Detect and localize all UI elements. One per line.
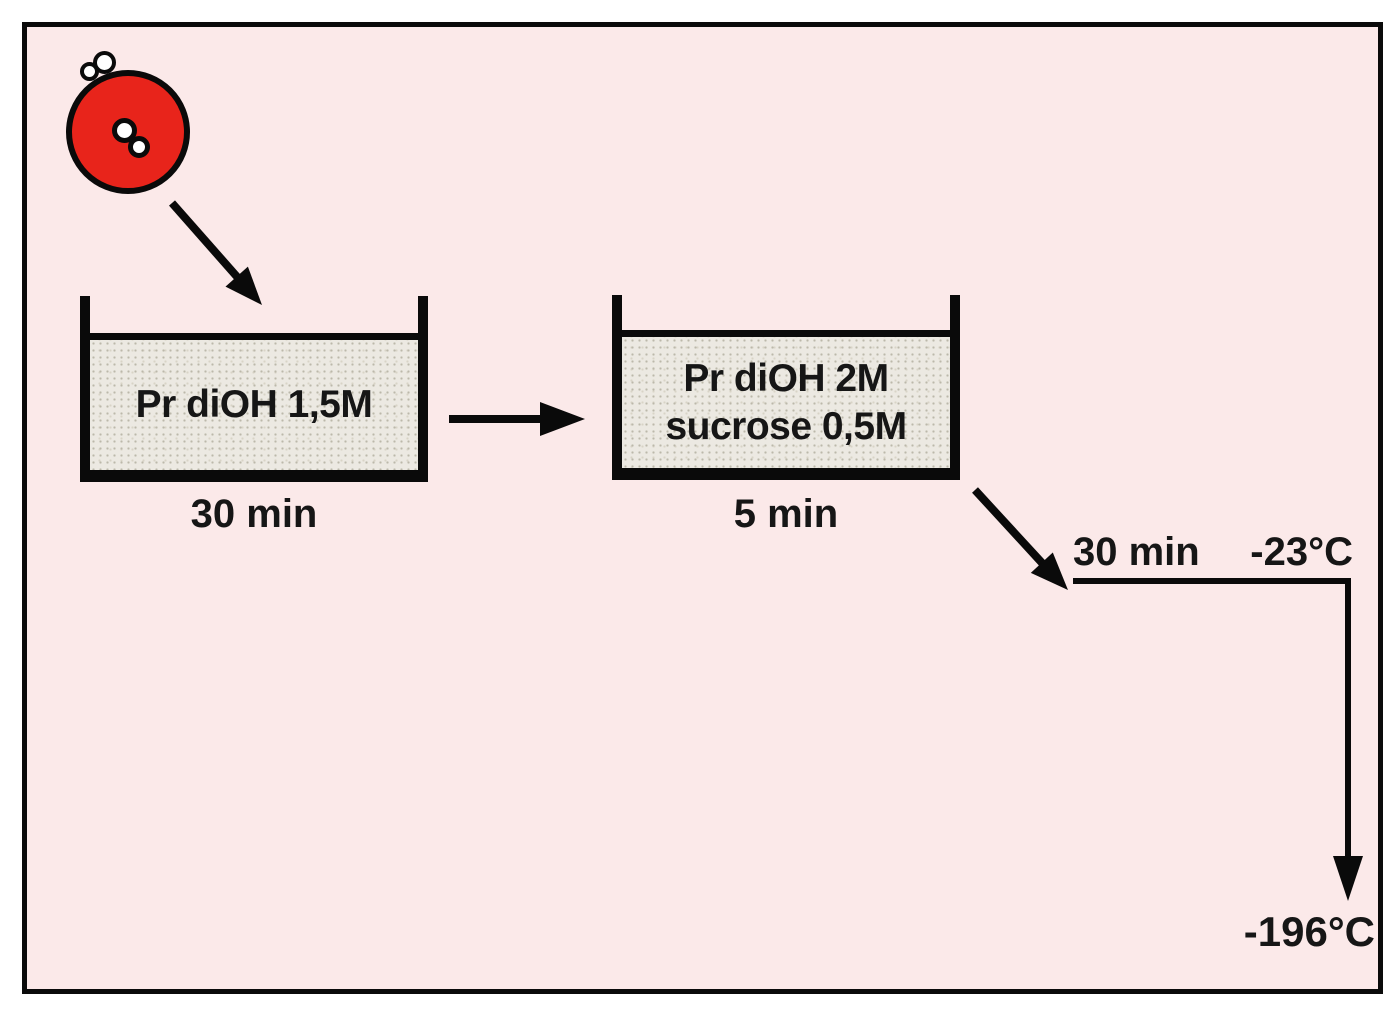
- plunge-temperature: -196°C: [1243, 908, 1375, 955]
- bath2-label-line1: Pr diOH 2M: [683, 356, 889, 400]
- bath1-label: Pr diOH 1,5M: [135, 383, 373, 426]
- arrowhead-plunge: [1333, 856, 1363, 901]
- arrowhead-cell-to-bath1: [225, 266, 262, 305]
- arrowhead-bath2-to-hold: [1030, 552, 1068, 590]
- hold-step-labels: 30 min -23°C: [1073, 530, 1353, 575]
- bath1-duration: 30 min: [190, 492, 318, 536]
- polar-body-icon: [93, 51, 116, 74]
- vesicle-icon: [128, 136, 150, 158]
- arrow-cell-to-bath1: [168, 200, 243, 282]
- beaker-bath2: Pr diOH 2M sucrose 0,5M: [612, 295, 960, 480]
- bath2-liquid: Pr diOH 2M sucrose 0,5M: [622, 330, 950, 468]
- hold-temperature: -23°C: [1250, 530, 1353, 574]
- freeze-path-line: [1073, 578, 1351, 864]
- bath1-liquid: Pr diOH 1,5M: [90, 333, 418, 470]
- figure-frame: [22, 22, 1383, 994]
- bath2-label-line2: sucrose 0,5M: [665, 404, 907, 448]
- beaker-bath1: Pr diOH 1,5M: [80, 296, 428, 482]
- hold-duration: 30 min: [1073, 530, 1200, 574]
- oocyte-icon: [66, 70, 190, 194]
- arrowhead-bath1-to-bath2: [540, 402, 585, 436]
- bath2-duration: 5 min: [733, 492, 839, 536]
- arrow-bath2-to-hold: [972, 487, 1046, 567]
